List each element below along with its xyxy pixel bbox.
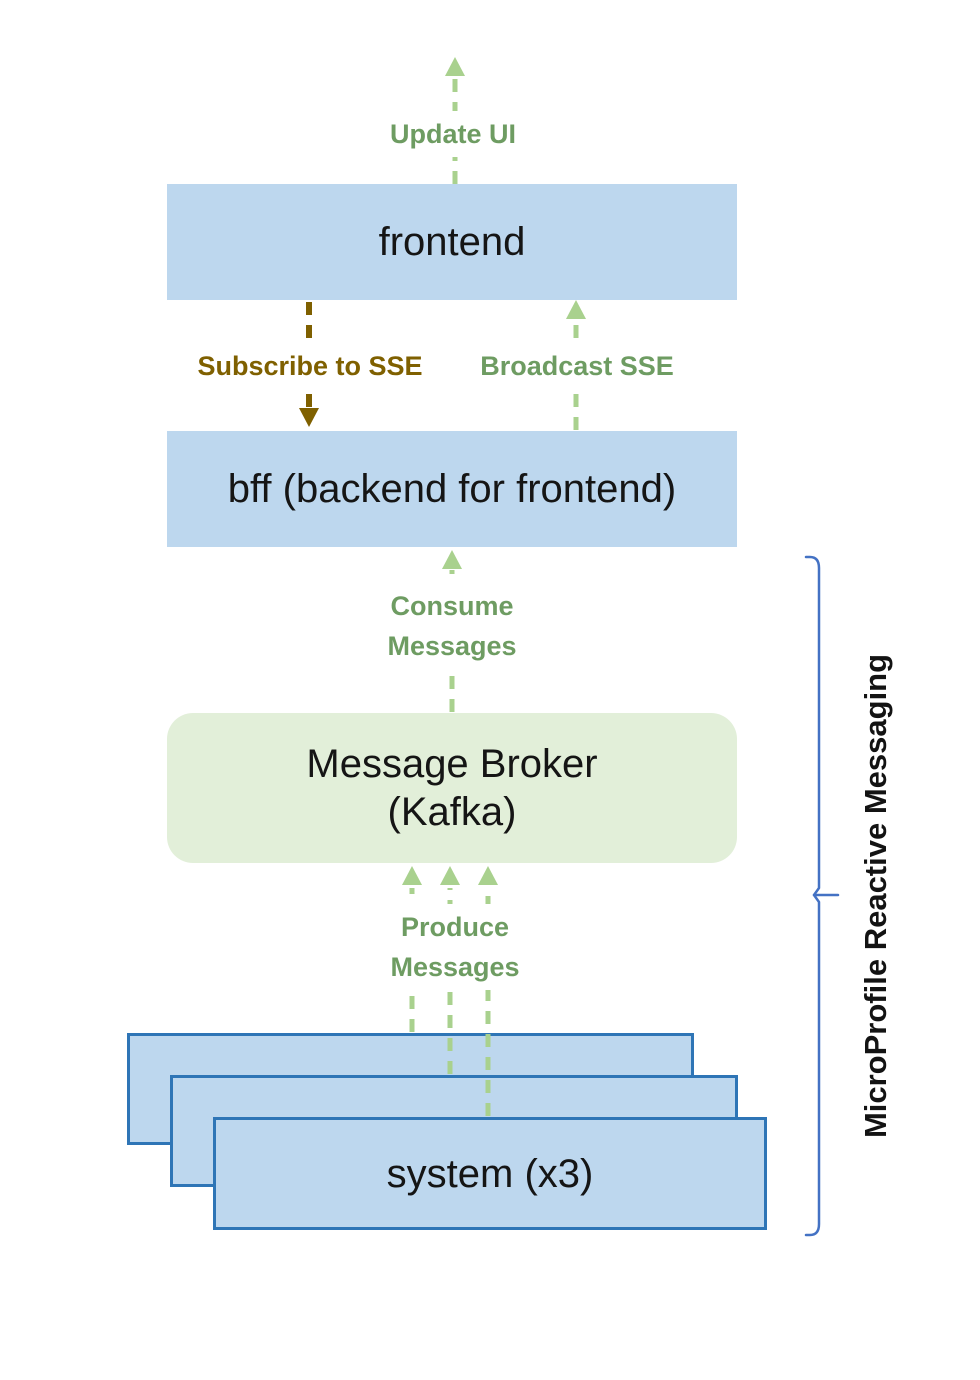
subscribe-sse-label: Subscribe to SSE bbox=[188, 343, 432, 389]
update-ui-arrowhead-icon bbox=[445, 57, 465, 76]
scope-bracket-icon bbox=[804, 555, 840, 1237]
produce-label-line1: Produce bbox=[400, 912, 510, 942]
consume-messages-arrowhead-icon bbox=[442, 550, 462, 569]
subscribe-sse-arrowhead-icon bbox=[299, 408, 319, 427]
microprofile-bracket-label: MicroProfile Reactive Messaging bbox=[858, 653, 893, 1139]
bff-box: bff (backend for frontend) bbox=[167, 431, 737, 547]
produce-label-line2: Messages bbox=[390, 952, 520, 982]
system-box-front: system (x3) bbox=[213, 1117, 767, 1230]
produce-arrowhead-middle-icon bbox=[440, 866, 460, 885]
broker-label-line1: Message Broker bbox=[306, 742, 598, 786]
consume-label-line1: Consume bbox=[390, 591, 514, 621]
consume-messages-label: Consume Messages bbox=[378, 583, 526, 669]
message-broker-box: Message Broker (Kafka) bbox=[167, 713, 737, 863]
frontend-label: frontend bbox=[378, 220, 526, 264]
update-ui-label: Update UI bbox=[380, 111, 526, 157]
broker-label-line2: (Kafka) bbox=[387, 790, 517, 834]
consume-label-line2: Messages bbox=[387, 631, 517, 661]
system-label: system (x3) bbox=[386, 1151, 594, 1196]
broadcast-sse-label: Broadcast SSE bbox=[471, 343, 683, 389]
broadcast-sse-arrowhead-icon bbox=[566, 300, 586, 319]
produce-arrowhead-left-icon bbox=[402, 866, 422, 885]
broker-label: Message Broker (Kafka) bbox=[306, 740, 597, 836]
frontend-box: frontend bbox=[167, 184, 737, 300]
produce-arrowhead-right-icon bbox=[478, 866, 498, 885]
bff-label: bff (backend for frontend) bbox=[227, 467, 677, 511]
produce-messages-label: Produce Messages bbox=[381, 904, 529, 990]
